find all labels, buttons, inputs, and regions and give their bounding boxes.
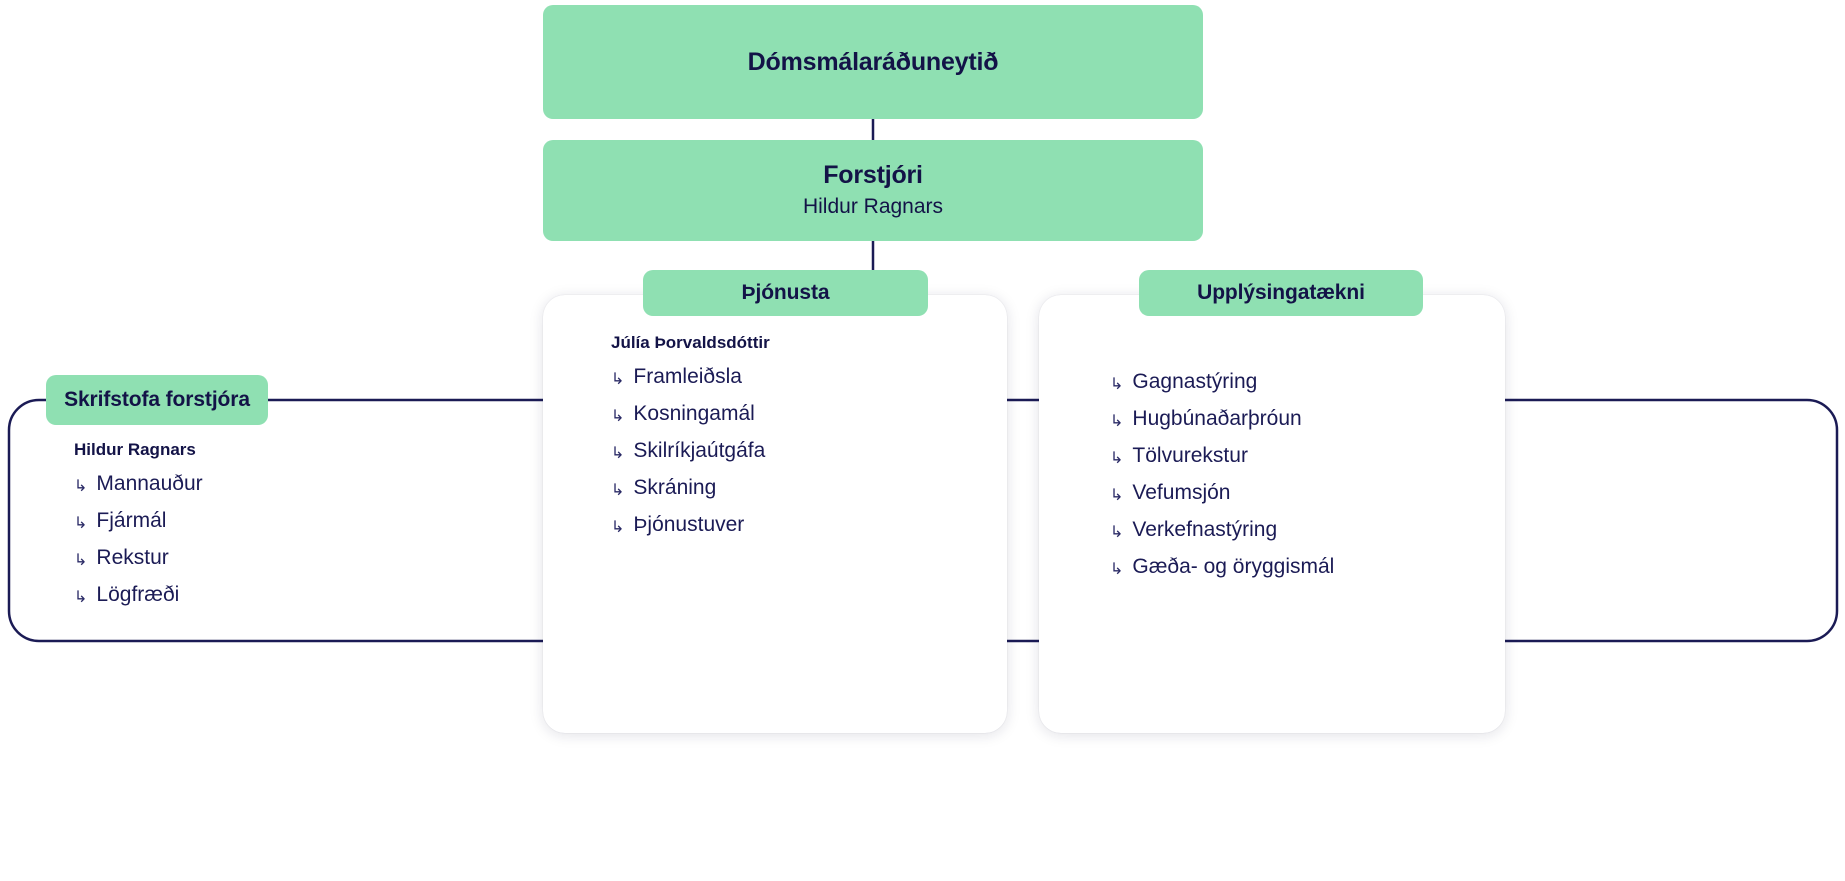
sub-unit-label: Framleiðsla <box>633 365 742 388</box>
sub-unit-label: Skilríkjaútgáfa <box>633 439 766 462</box>
sub-unit-label: Skráning <box>633 476 717 499</box>
unit-header-service[interactable]: Þjónusta <box>643 270 928 316</box>
arrow-right-down-icon: ↳ <box>1110 487 1124 504</box>
arrow-right-down-icon: ↳ <box>74 478 88 495</box>
sub-unit-item[interactable]: ↳ Lögfræði <box>74 583 474 606</box>
unit-body-office: Hildur Ragnars ↳ Mannauður ↳ Fjármál ↳ R… <box>74 440 474 606</box>
unit-lead-service: Júlía Þorvaldsdóttir <box>611 333 770 352</box>
director-title: Forstjóri <box>823 160 923 189</box>
sub-unit-label: Kosningamál <box>633 402 755 425</box>
unit-body-service: Júlía Þorvaldsdóttir ↳ Framleiðsla ↳ Kos… <box>611 333 1011 536</box>
sub-unit-item[interactable]: ↳ Kosningamál <box>611 402 1011 425</box>
sub-unit-item[interactable]: ↳ Hugbúnaðarþróun <box>1110 407 1530 430</box>
sub-unit-item[interactable]: ↳ Verkefnastýring <box>1110 518 1530 541</box>
sub-unit-label: Mannauður <box>96 472 203 495</box>
sub-unit-list-it: ↳ Gagnastýring ↳ Hugbúnaðarþróun ↳ Tölvu… <box>1110 370 1530 578</box>
arrow-right-down-icon: ↳ <box>611 445 625 462</box>
sub-unit-item[interactable]: ↳ Skráning <box>611 476 1011 499</box>
arrow-right-down-icon: ↳ <box>611 482 625 499</box>
arrow-right-down-icon: ↳ <box>611 408 625 425</box>
arrow-right-down-icon: ↳ <box>611 371 625 388</box>
sub-unit-label: Vefumsjón <box>1132 481 1231 504</box>
arrow-right-down-icon: ↳ <box>1110 376 1124 393</box>
sub-unit-item[interactable]: ↳ Gagnastýring <box>1110 370 1530 393</box>
ministry-box: Dómsmálaráðuneytið <box>543 5 1203 119</box>
sub-unit-item[interactable]: ↳ Mannauður <box>74 472 474 495</box>
sub-unit-label: Verkefnastýring <box>1132 518 1278 541</box>
sub-unit-item[interactable]: ↳ Tölvurekstur <box>1110 444 1530 467</box>
unit-header-office[interactable]: Skrifstofa forstjóra <box>46 375 268 425</box>
arrow-right-down-icon: ↳ <box>1110 413 1124 430</box>
arrow-right-down-icon: ↳ <box>611 519 625 536</box>
sub-unit-item[interactable]: ↳ Fjármál <box>74 509 474 532</box>
sub-unit-item[interactable]: ↳ Rekstur <box>74 546 474 569</box>
sub-unit-label: Gæða- og öryggismál <box>1132 555 1335 578</box>
sub-unit-item[interactable]: ↳ Gæða- og öryggismál <box>1110 555 1530 578</box>
arrow-right-down-icon: ↳ <box>1110 561 1124 578</box>
sub-unit-list-office: ↳ Mannauður ↳ Fjármál ↳ Rekstur ↳ Lögfræ… <box>74 472 474 606</box>
sub-unit-label: Gagnastýring <box>1132 370 1258 393</box>
sub-unit-item[interactable]: ↳ Vefumsjón <box>1110 481 1530 504</box>
unit-body-it: ↳ Gagnastýring ↳ Hugbúnaðarþróun ↳ Tölvu… <box>1110 370 1530 578</box>
sub-unit-label: Fjármál <box>96 509 167 532</box>
ministry-title: Dómsmálaráðuneytið <box>747 47 999 76</box>
sub-unit-list-service: ↳ Framleiðsla ↳ Kosningamál ↳ Skilríkjaú… <box>611 365 1011 536</box>
sub-unit-label: Rekstur <box>96 546 169 569</box>
unit-header-office-label: Skrifstofa forstjóra <box>64 388 250 411</box>
sub-unit-item[interactable]: ↳ Þjónustuver <box>611 513 1011 536</box>
arrow-right-down-icon: ↳ <box>74 589 88 606</box>
unit-header-it[interactable]: Upplýsingatækni <box>1139 270 1423 316</box>
arrow-right-down-icon: ↳ <box>1110 450 1124 467</box>
arrow-right-down-icon: ↳ <box>1110 524 1124 541</box>
sub-unit-item[interactable]: ↳ Framleiðsla <box>611 365 1011 388</box>
arrow-right-down-icon: ↳ <box>74 515 88 532</box>
unit-header-service-label: Þjónusta <box>741 281 830 304</box>
director-box: Forstjóri Hildur Ragnars <box>543 140 1203 241</box>
unit-lead-office: Hildur Ragnars <box>74 440 196 459</box>
director-name: Hildur Ragnars <box>802 194 944 218</box>
arrow-right-down-icon: ↳ <box>74 552 88 569</box>
sub-unit-item[interactable]: ↳ Skilríkjaútgáfa <box>611 439 1011 462</box>
sub-unit-label: Lögfræði <box>96 583 180 606</box>
sub-unit-label: Tölvurekstur <box>1132 444 1248 467</box>
unit-header-it-label: Upplýsingatækni <box>1197 281 1365 304</box>
sub-unit-label: Hugbúnaðarþróun <box>1132 407 1302 430</box>
sub-unit-label: Þjónustuver <box>633 513 745 536</box>
